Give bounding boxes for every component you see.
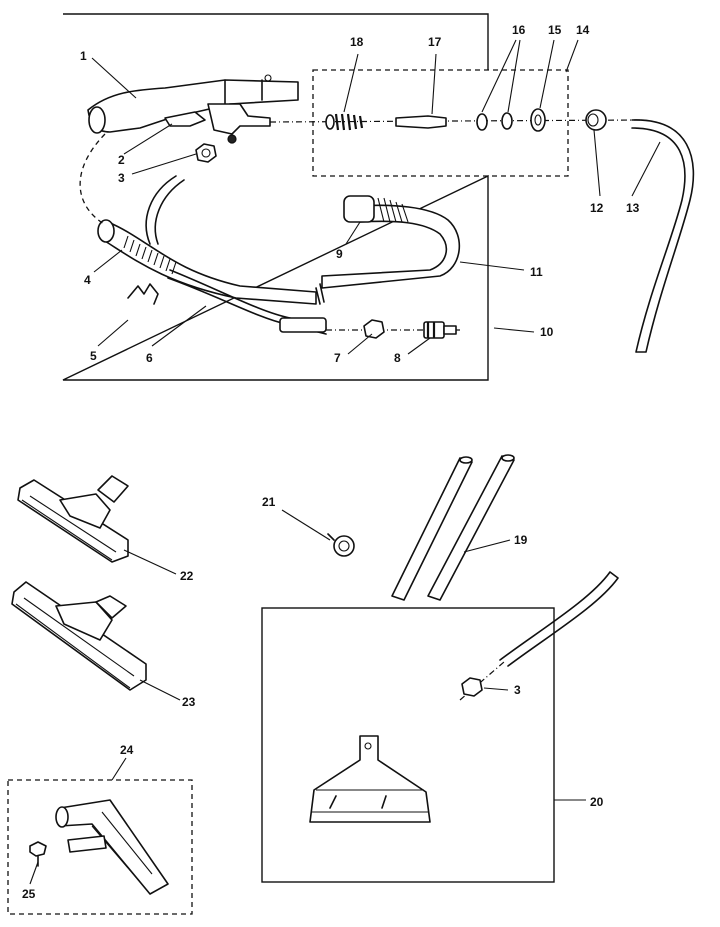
callout-6: 6 [146, 351, 153, 365]
callout-10: 10 [540, 325, 554, 339]
callout-7: 7 [334, 351, 341, 365]
wand-part [391, 454, 515, 601]
crevice-tool-part [55, 799, 169, 895]
crevice-tool-box [7, 779, 193, 915]
floor-tool-23 [11, 581, 147, 691]
leader-21 [281, 509, 331, 541]
leader-22 [123, 549, 177, 575]
callout-22: 22 [180, 569, 194, 583]
callout-4: 4 [84, 273, 91, 287]
callout-9: 9 [336, 247, 343, 261]
callout-2: 2 [118, 153, 125, 167]
callout-5: 5 [90, 349, 97, 363]
washer-part [530, 108, 546, 132]
callout-3-lower: 3 [514, 683, 521, 697]
callout-3-top: 3 [118, 171, 125, 185]
leader-lines-top [91, 39, 661, 355]
wire-clip-part [127, 283, 159, 305]
cable-part [169, 269, 327, 329]
tool-hose-part [499, 571, 619, 667]
o-ring-part-a [476, 113, 488, 131]
callout-15: 15 [548, 23, 562, 37]
leader-23 [139, 679, 181, 701]
fitting-part [423, 321, 457, 339]
leader-19 [463, 539, 511, 553]
leader-3-lower [483, 687, 509, 691]
floor-tool-22 [17, 475, 129, 563]
hose-assembly-box [62, 13, 489, 381]
nut-part-lower [461, 677, 483, 697]
leader-24 [111, 757, 127, 781]
callout-1: 1 [80, 49, 87, 63]
spring-part [325, 113, 364, 131]
hose-part [97, 175, 461, 305]
callout-18: 18 [350, 35, 364, 49]
callout-14: 14 [576, 23, 590, 37]
nut-part-top [195, 134, 237, 163]
pin-part [395, 115, 447, 129]
callout-20: 20 [590, 795, 604, 809]
upholstery-tool-box [261, 607, 555, 883]
clip-part [164, 111, 206, 127]
upholstery-tool-part [309, 735, 431, 823]
nut-part-7 [363, 319, 385, 339]
handle-part [87, 74, 299, 135]
hose-route-line [79, 133, 106, 225]
leader-25 [29, 861, 39, 885]
callout-24: 24 [120, 743, 134, 757]
cord-part [631, 119, 695, 353]
callout-12: 12 [590, 201, 604, 215]
callout-8: 8 [394, 351, 401, 365]
callout-23: 23 [182, 695, 196, 709]
o-ring-part-b [501, 112, 513, 130]
callout-16: 16 [512, 23, 526, 37]
handle-parts-box [312, 69, 569, 177]
screw-part [29, 841, 47, 867]
callout-25: 25 [22, 887, 36, 901]
callout-11: 11 [530, 265, 543, 279]
callout-13: 13 [626, 201, 640, 215]
callout-17: 17 [428, 35, 442, 49]
callout-19: 19 [514, 533, 528, 547]
clamp-part [327, 533, 355, 557]
callout-21: 21 [262, 495, 276, 509]
coupling-part [585, 109, 607, 131]
